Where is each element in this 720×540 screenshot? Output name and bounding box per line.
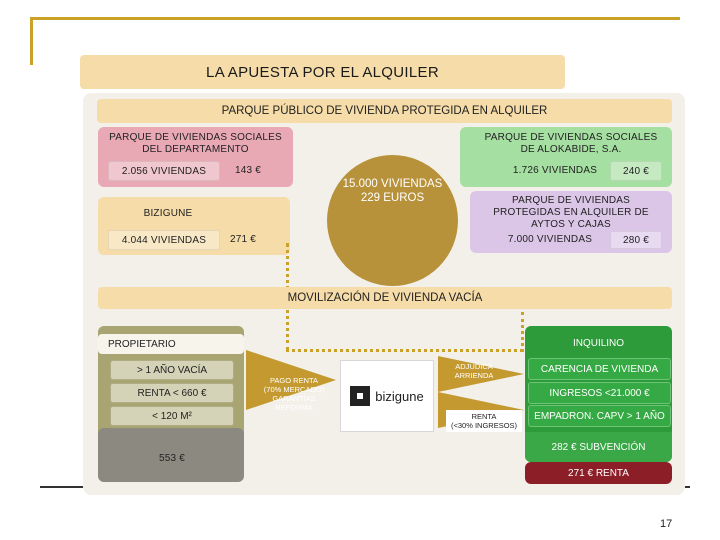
inquilino-subvencion: 282 € SUBVENCIÓN [525, 432, 672, 462]
inquilino-item: INGRESOS <21.000 € [528, 382, 671, 404]
left-rule [30, 17, 33, 65]
pago-arrow [246, 350, 336, 410]
renta-text: RENTA (<30% INGRESOS) [446, 410, 522, 432]
propietario-net-box [98, 428, 244, 482]
renta-line: (<30% INGRESOS) [450, 421, 518, 430]
renta-line: RENTA [471, 412, 497, 421]
aytos-line3: AYTOS Y CAJAS [531, 218, 611, 230]
adjudica-line: ARRIENDA [454, 371, 494, 380]
pago-line: REFORMA [275, 403, 313, 412]
aytos-line1: PARQUE DE VIVIENDAS [511, 194, 631, 206]
aytos-line2: PROTEGIDAS EN ALQUILER DE [493, 206, 649, 218]
departamento-line1: PARQUE DE VIVIENDAS SOCIALES [109, 132, 282, 143]
top-rule [30, 17, 680, 20]
bizigune-rent: 271 € [229, 233, 257, 245]
pago-line: PAGO RENTA [269, 376, 319, 385]
bizigune-logo-text: bizigune [375, 388, 424, 404]
bizigune-logo-icon [350, 386, 371, 406]
propietario-item: RENTA < 660 € [110, 383, 234, 403]
aytos-rent: 280 € [610, 231, 662, 249]
adjudica-text: ADJUDICA ARRIENDA [444, 362, 504, 380]
park-heading: PARQUE PÚBLICO DE VIVIENDA PROTEGIDA EN … [97, 99, 672, 123]
departamento-count: 2.056 VIVIENDAS [108, 161, 220, 181]
propietario-item: > 1 AÑO VACÍA [110, 360, 234, 380]
inquilino-label: INQUILINO [572, 337, 625, 349]
aytos-count: 7.000 VIVIENDAS [507, 233, 593, 245]
departamento-box: PARQUE DE VIVIENDAS SOCIALES DEL DEPARTA… [98, 127, 293, 187]
departamento-line2: DEL DEPARTAMENTO [142, 144, 249, 155]
connector-vertical-right [521, 312, 524, 352]
connector-horizontal [286, 349, 523, 352]
inquilino-item: EMPADRON. CAPV > 1 AÑO [528, 405, 671, 427]
pago-text: PAGO RENTA (70% MERCADO) GARANTÍAS REFOR… [258, 376, 330, 412]
alokabide-count: 1.726 VIVIENDAS [512, 164, 598, 176]
adjudica-line: ADJUDICA [455, 362, 493, 371]
aytos-box: PARQUE DE VIVIENDAS PROTEGIDAS EN ALQUIL… [470, 191, 672, 253]
propietario-label: PROPIETARIO [98, 334, 244, 354]
bizigune-count: 4.044 VIVIENDAS [108, 230, 220, 250]
propietario-item: < 120 M² [110, 406, 234, 426]
bizigune-box: BIZIGUNE 4.044 VIVIENDAS 271 € [98, 197, 290, 255]
propietario-net: 553 € [158, 452, 186, 464]
total-line1: 15.000 VIVIENDAS [342, 178, 443, 190]
departamento-rent: 143 € [234, 164, 262, 176]
total-circle: 15.000 VIVIENDAS 229 EUROS [327, 155, 458, 286]
adjudica-arrow [438, 356, 524, 392]
slide-title: LA APUESTA POR EL ALQUILER [80, 55, 565, 89]
alokabide-line2: DE ALOKABIDE, S.A. [520, 144, 622, 155]
bizigune-label: BIZIGUNE [143, 207, 193, 219]
alokabide-line1: PARQUE DE VIVIENDAS SOCIALES [484, 132, 658, 143]
alokabide-box: PARQUE DE VIVIENDAS SOCIALES DE ALOKABID… [460, 127, 672, 187]
page-number: 17 [660, 518, 673, 530]
pago-line: (70% MERCADO) [263, 385, 325, 394]
alokabide-rent: 240 € [610, 161, 662, 181]
movilizacion-heading: MOVILIZACIÓN DE VIVIENDA VACÍA [98, 287, 672, 309]
inquilino-item: CARENCIA DE VIVIENDA [528, 358, 671, 380]
pago-line: GARANTÍAS [272, 394, 316, 403]
inquilino-renta: 271 € RENTA [525, 462, 672, 484]
total-line2: 229 EUROS [360, 192, 425, 204]
bizigune-logo: bizigune [340, 360, 434, 432]
